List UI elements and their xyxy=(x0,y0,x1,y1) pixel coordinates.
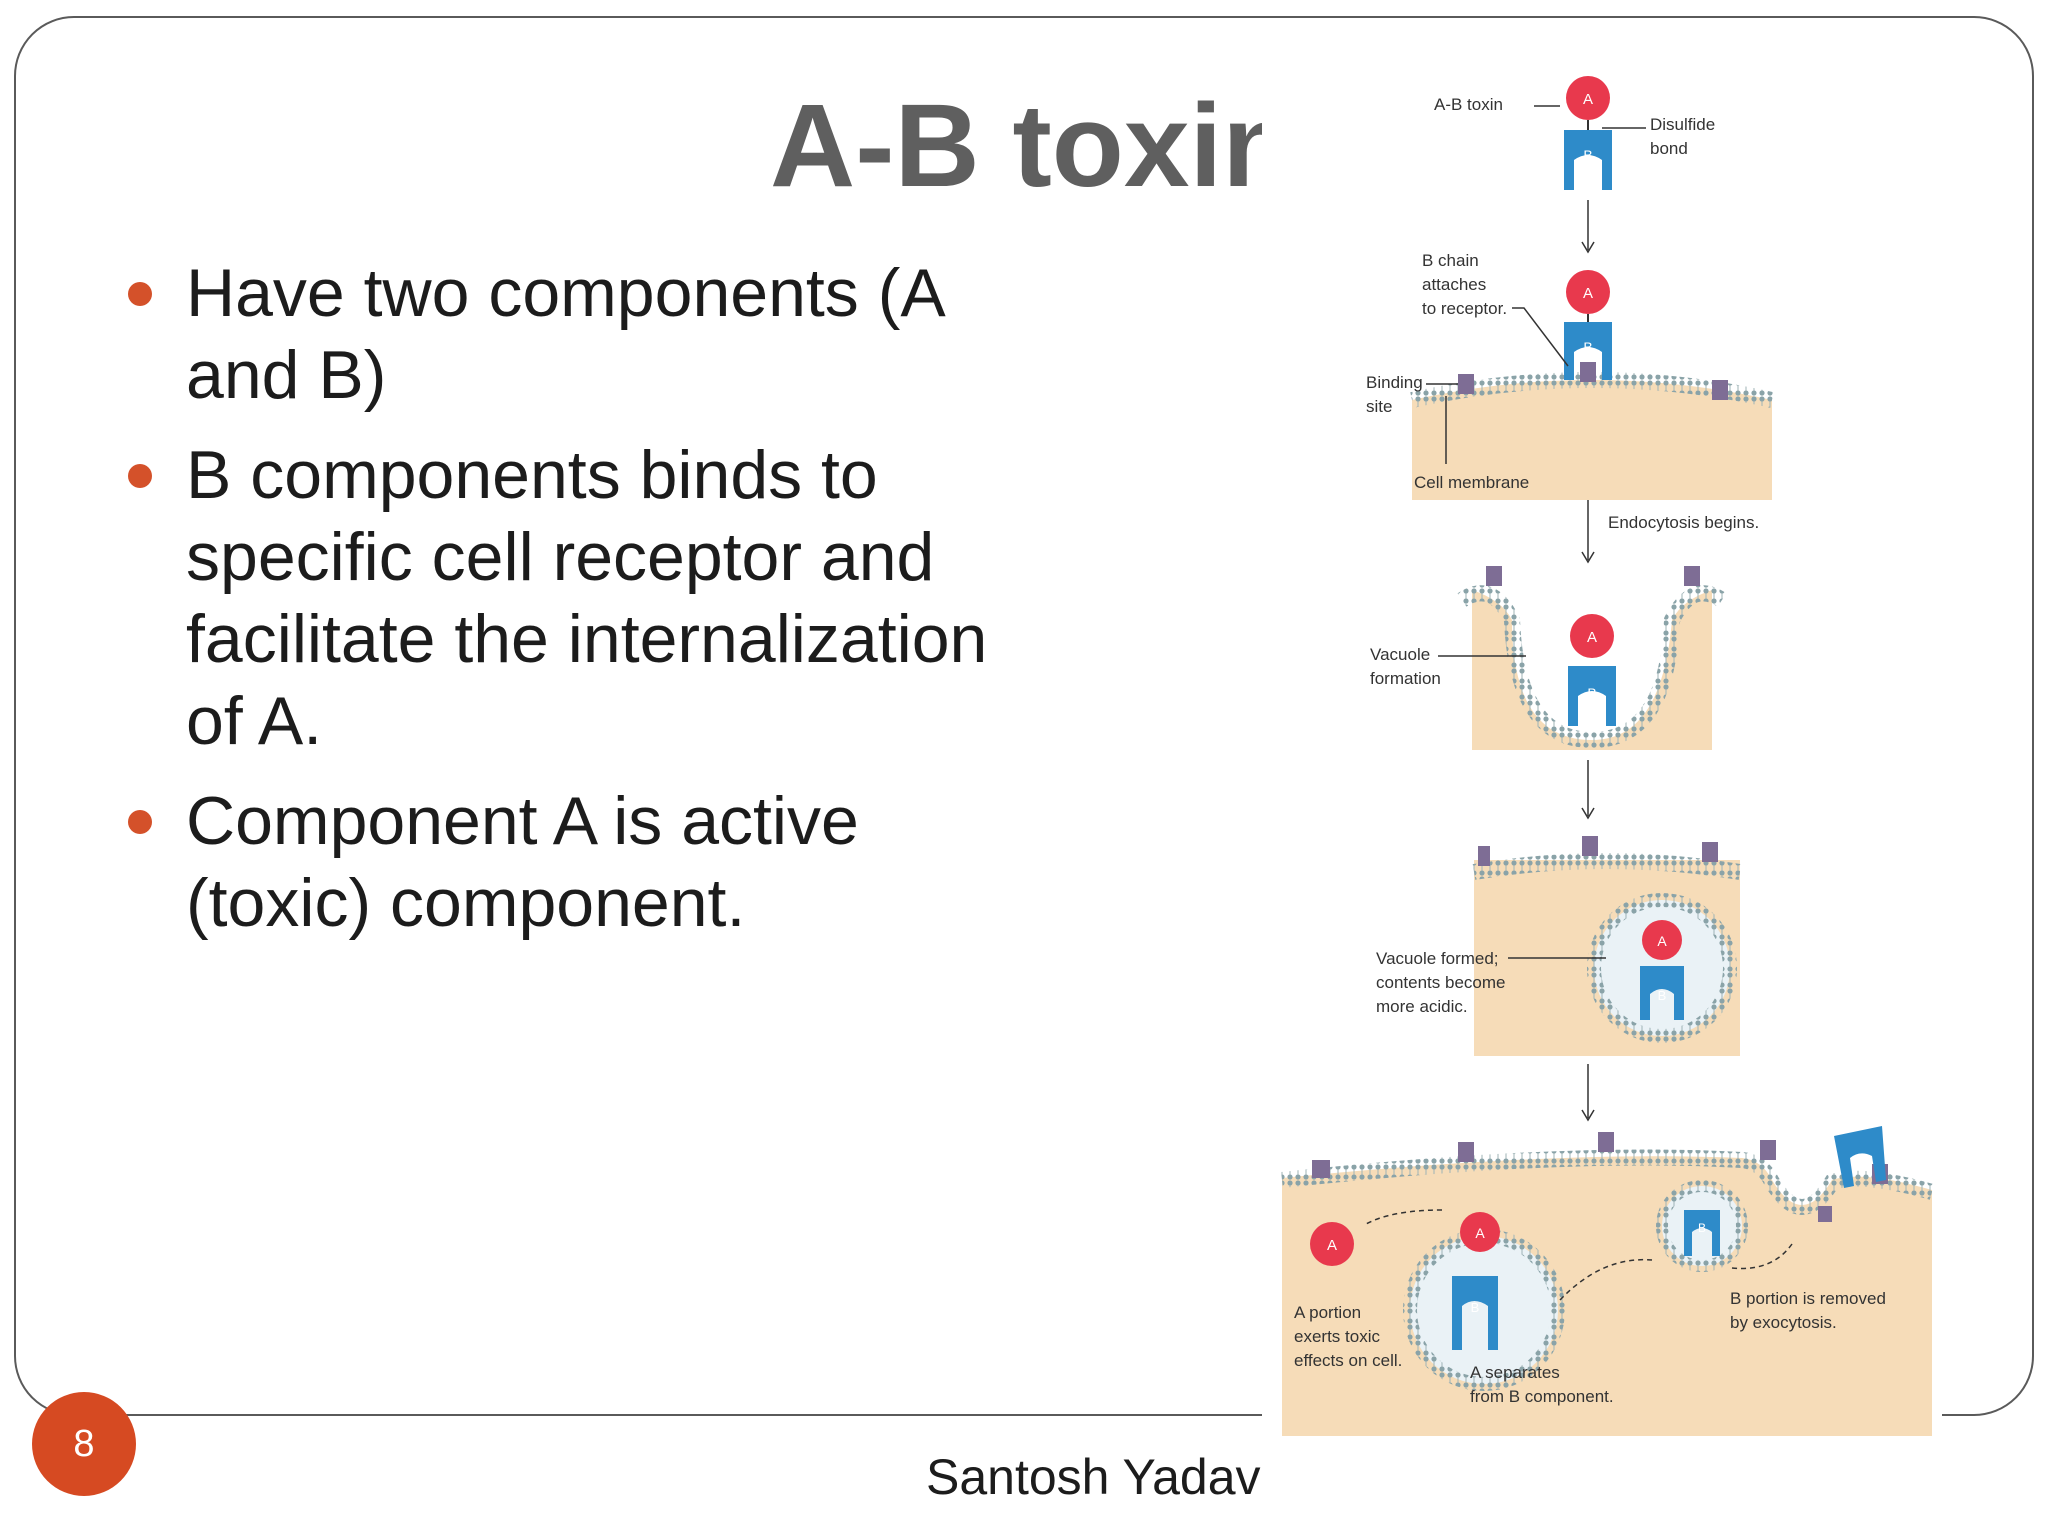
receptor xyxy=(1598,1132,1614,1152)
toxin-a-subunit xyxy=(1566,76,1610,120)
bullet-item: Component A is active (toxic) component. xyxy=(120,780,1020,944)
slide-title: A-B toxin xyxy=(770,80,1295,212)
letter-b: B xyxy=(1658,988,1667,1003)
bullet-list: Have two components (A and B) B componen… xyxy=(120,252,1020,962)
receptor xyxy=(1312,1160,1330,1178)
toxin-b-subunit xyxy=(1564,130,1612,190)
stage-separation: A B A B A portion exerts toxic effects o… xyxy=(1281,1126,1935,1436)
label-vacuole-formed-2: contents become xyxy=(1376,973,1505,992)
bullet-item: Have two components (A and B) xyxy=(120,252,1020,416)
label-vacuole-formation-1: Vacuole xyxy=(1370,645,1430,664)
page-number-badge: 8 xyxy=(32,1392,136,1496)
receptor xyxy=(1582,836,1598,856)
label-a-portion-2: exerts toxic xyxy=(1294,1327,1380,1346)
receptor xyxy=(1580,362,1596,382)
receptor xyxy=(1458,374,1474,394)
label-b-chain-1: B chain xyxy=(1422,251,1479,270)
ab-toxin-molecule: A B xyxy=(1564,76,1612,190)
label-a-separates-2: from B component. xyxy=(1470,1387,1614,1406)
label-b-removed-2: by exocytosis. xyxy=(1730,1313,1837,1332)
receptor xyxy=(1712,380,1728,400)
label-a-separates-1: A separates xyxy=(1470,1363,1560,1382)
receptor xyxy=(1684,566,1700,586)
cell-region xyxy=(1412,380,1772,500)
letter-b: B xyxy=(1587,685,1596,701)
label-disulfide-1: Disulfide xyxy=(1650,115,1715,134)
letter-a: A xyxy=(1583,91,1593,108)
stage-free-toxin: A-B toxin A B Disulfide bond xyxy=(1434,76,1715,254)
bullet-text: B components binds to specific cell rece… xyxy=(186,437,988,759)
dashed-arrow-icon xyxy=(1559,1258,1653,1301)
slide-frame xyxy=(14,16,2034,1416)
label-vacuole-formed-1: Vacuole formed; xyxy=(1376,949,1499,968)
label-b-removed-1: B portion is removed xyxy=(1730,1289,1886,1308)
letter-a: A xyxy=(1587,629,1597,646)
label-binding-site-2: site xyxy=(1366,397,1392,416)
receptor xyxy=(1486,566,1502,586)
receptor xyxy=(1760,1140,1776,1160)
ab-toxin-diagram: A-B toxin A B Disulfide bond A B B chain… xyxy=(1262,60,1942,1446)
cell-membrane xyxy=(1457,585,1727,749)
letter-b: B xyxy=(1698,1221,1706,1235)
bullet-text: Component A is active (toxic) component. xyxy=(186,783,859,941)
stage-binding: A B B chain attaches to receptor. Bindin… xyxy=(1366,251,1774,564)
letter-a: A xyxy=(1657,933,1667,949)
bullet-text: Have two components (A and B) xyxy=(186,255,942,413)
letter-b: B xyxy=(1583,339,1592,355)
label-a-portion-1: A portion xyxy=(1294,1303,1361,1322)
bullet-dot-icon xyxy=(128,464,152,488)
label-vacuole-formation-2: formation xyxy=(1370,669,1441,688)
dashed-arrow-icon xyxy=(1365,1209,1443,1225)
label-b-chain-3: to receptor. xyxy=(1422,299,1507,318)
free-a-subunit xyxy=(1310,1222,1354,1266)
letter-a: A xyxy=(1475,1225,1485,1241)
letter-a: A xyxy=(1327,1237,1337,1254)
bullet-dot-icon xyxy=(128,282,152,306)
cell-membrane xyxy=(1472,853,1742,880)
label-endocytosis: Endocytosis begins. xyxy=(1608,513,1759,532)
label-a-portion-3: effects on cell. xyxy=(1294,1351,1402,1370)
label-cell-membrane: Cell membrane xyxy=(1414,473,1529,492)
vacuole xyxy=(1403,1229,1565,1391)
label-binding-site-1: Binding xyxy=(1366,373,1423,392)
label-disulfide-2: bond xyxy=(1650,139,1688,158)
receptor xyxy=(1478,846,1490,866)
bullet-dot-icon xyxy=(128,810,152,834)
receptor xyxy=(1458,1142,1474,1162)
receptor xyxy=(1702,842,1718,862)
label-ab-toxin: A-B toxin xyxy=(1434,95,1503,114)
bullet-item: B components binds to specific cell rece… xyxy=(120,434,1020,762)
stage-vacuole-formed: A B Vacuole formed; contents become more… xyxy=(1376,836,1742,1122)
receptor xyxy=(1818,1206,1832,1222)
stage-vacuole-formation: A B Vacuole formation xyxy=(1370,566,1727,820)
footer-author: Santosh Yadav xyxy=(926,1449,1261,1505)
released-b-subunit xyxy=(1834,1126,1886,1188)
letter-b: B xyxy=(1583,147,1592,163)
letter-a: A xyxy=(1583,285,1593,302)
label-vacuole-formed-3: more acidic. xyxy=(1376,997,1468,1016)
label-b-chain-2: attaches xyxy=(1422,275,1486,294)
letter-b: B xyxy=(1471,1300,1480,1315)
